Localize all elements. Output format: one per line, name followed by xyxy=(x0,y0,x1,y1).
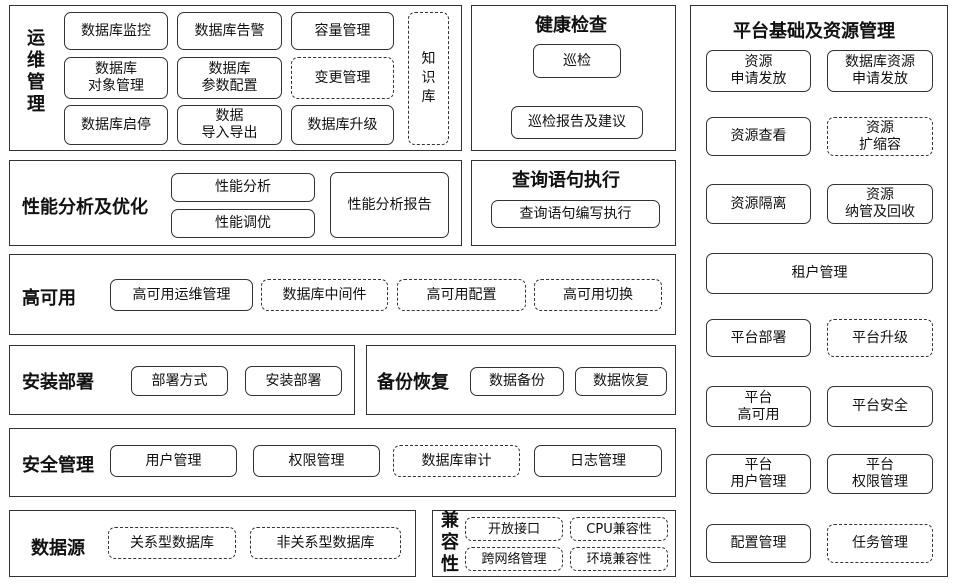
resource-reclaim-box: 资源 纳管及回收 xyxy=(827,184,933,224)
cross-network-box: 跨网络管理 xyxy=(465,547,563,571)
perm-mgmt-box: 权限管理 xyxy=(253,445,380,477)
db-upgrade-box: 数据库升级 xyxy=(291,105,394,145)
backup-title: 备份恢复 xyxy=(377,372,449,393)
ops-title: 运 维 管 理 xyxy=(27,28,45,115)
query-edit-box: 查询语句编写执行 xyxy=(491,200,660,228)
perf-report-box: 性能分析报告 xyxy=(330,172,449,238)
perf-analysis-box: 性能分析 xyxy=(171,173,315,202)
ha-switch-box: 高可用切换 xyxy=(534,279,662,311)
user-mgmt-box: 用户管理 xyxy=(110,445,237,477)
db-param-box: 数据库 参数配置 xyxy=(177,57,282,99)
data-backup-box: 数据备份 xyxy=(470,367,564,396)
platform-deploy-box: 平台部署 xyxy=(706,319,811,357)
install-deploy-box: 安装部署 xyxy=(245,366,342,396)
query-title: 查询语句执行 xyxy=(512,170,620,191)
change-mgmt-box: 变更管理 xyxy=(291,57,394,99)
ha-config-box: 高可用配置 xyxy=(397,279,526,311)
platform-upgrade-box: 平台升级 xyxy=(827,319,933,357)
env-compat-box: 环境兼容性 xyxy=(570,547,668,571)
ha-ops-box: 高可用运维管理 xyxy=(110,279,253,311)
db-resource-apply-box: 数据库资源 申请发放 xyxy=(827,50,933,92)
tenant-mgmt-box: 租户管理 xyxy=(706,253,933,294)
platform-ha-box: 平台 高可用 xyxy=(706,386,811,427)
resource-scale-box: 资源 扩缩容 xyxy=(827,117,933,156)
db-alert-box: 数据库告警 xyxy=(177,12,282,50)
data-restore-box: 数据恢复 xyxy=(575,367,667,396)
platform-perm-mgmt-box: 平台 权限管理 xyxy=(827,454,933,494)
perf-tuning-box: 性能调优 xyxy=(171,209,315,238)
security-title: 安全管理 xyxy=(22,455,94,476)
log-mgmt-box: 日志管理 xyxy=(534,445,662,477)
resource-apply-box: 资源 申请发放 xyxy=(706,50,811,92)
open-api-box: 开放接口 xyxy=(465,517,563,541)
resource-view-box: 资源查看 xyxy=(706,117,811,156)
platform-title: 平台基础及资源管理 xyxy=(733,21,895,42)
install-title: 安装部署 xyxy=(22,372,94,393)
ha-title: 高可用 xyxy=(22,288,76,309)
config-mgmt-box: 配置管理 xyxy=(706,524,811,563)
capacity-box: 容量管理 xyxy=(291,12,394,50)
datasource-title: 数据源 xyxy=(31,538,85,559)
resource-isolation-box: 资源隔离 xyxy=(706,184,811,224)
data-io-box: 数据 导入导出 xyxy=(177,105,282,145)
relational-db-box: 关系型数据库 xyxy=(108,527,236,559)
platform-security-box: 平台安全 xyxy=(827,386,933,427)
platform-user-mgmt-box: 平台 用户管理 xyxy=(706,454,811,494)
db-middleware-box: 数据库中间件 xyxy=(261,279,388,311)
health-title: 健康检查 xyxy=(535,15,607,36)
cpu-compat-box: CPU兼容性 xyxy=(570,517,668,541)
inspect-report-box: 巡检报告及建议 xyxy=(511,106,643,139)
db-monitor-box: 数据库监控 xyxy=(64,12,168,50)
db-startstop-box: 数据库启停 xyxy=(64,105,168,145)
deploy-method-box: 部署方式 xyxy=(131,366,228,396)
db-audit-box: 数据库审计 xyxy=(393,445,520,477)
knowledge-base-box: 知 识 库 xyxy=(408,12,449,145)
task-mgmt-box: 任务管理 xyxy=(827,524,933,563)
nonrelational-db-box: 非关系型数据库 xyxy=(250,527,401,559)
db-object-box: 数据库 对象管理 xyxy=(64,57,168,99)
inspect-box: 巡检 xyxy=(533,44,621,78)
perf-title: 性能分析及优化 xyxy=(22,197,148,218)
knowledge-base-label: 知 识 库 xyxy=(421,51,436,105)
compat-title: 兼 容 性 xyxy=(441,510,459,575)
